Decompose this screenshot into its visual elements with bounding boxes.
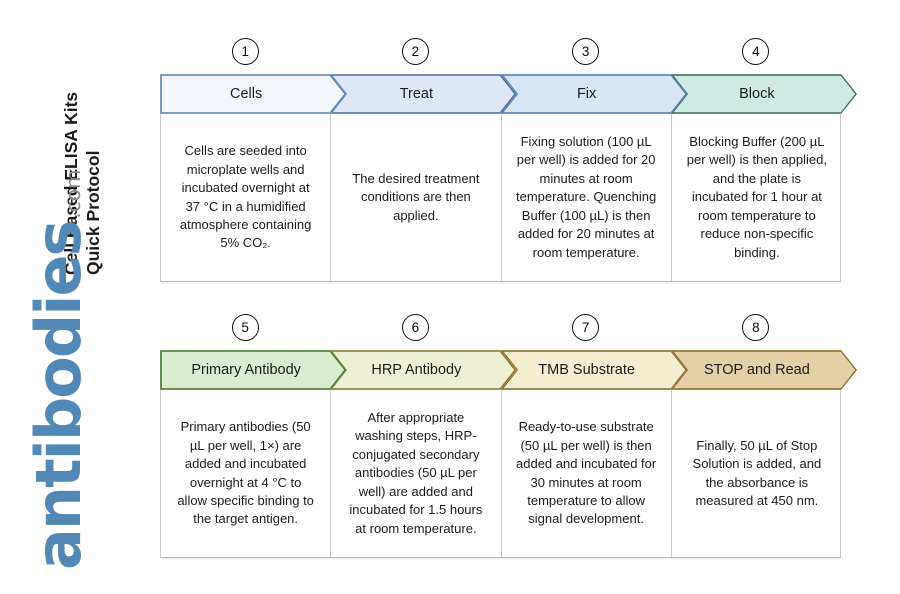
- step-number-badge-3: 3: [572, 38, 600, 65]
- step-chevron-6[interactable]: HRP Antibody: [330, 350, 517, 390]
- step-description-cell-7: Ready-to-use substrate (50 µL per well) …: [502, 390, 672, 557]
- step-description-text-8: Finally, 50 µL of Stop Solution is added…: [692, 437, 822, 508]
- chevron-outline: [670, 74, 857, 114]
- step-chevron-5[interactable]: Primary Antibody: [160, 350, 347, 390]
- step-chevron-2[interactable]: Treat: [330, 74, 517, 114]
- step-label-5[interactable]: Primary Antibody: [191, 362, 301, 378]
- step-description-cell-3: Fixing solution (100 µL per well) is add…: [502, 114, 672, 281]
- step-description-text-3: Fixing solution (100 µL per well) is add…: [516, 133, 657, 260]
- description-panel-1: Cells are seeded into microplate wells a…: [160, 114, 842, 284]
- step-description-cell-1: Cells are seeded into microplate wells a…: [161, 114, 332, 281]
- antibodies-logo: antibodies .com: [22, 169, 118, 570]
- step-number-text: 1: [241, 44, 249, 59]
- step-description-text-7: Ready-to-use substrate (50 µL per well) …: [516, 419, 657, 527]
- chevron-outline: [160, 74, 347, 114]
- step-description-text-4: Blocking Buffer (200 µL per well) is the…: [686, 133, 827, 260]
- step-chevron-7[interactable]: TMB Substrate: [500, 350, 687, 390]
- step-description-text-5: Primary antibodies (50 µL per well, 1×) …: [177, 419, 314, 527]
- step-description-text-1: Cells are seeded into microplate wells a…: [179, 143, 312, 251]
- step-number-text: 5: [241, 320, 249, 335]
- step-label-1[interactable]: Cells: [230, 86, 263, 102]
- step-label-4[interactable]: Block: [739, 86, 775, 102]
- step-label-7[interactable]: TMB Substrate: [538, 362, 635, 378]
- step-number-badge-1: 1: [231, 38, 259, 65]
- step-description-text-6: After appropriate washing steps, HRP-con…: [349, 409, 483, 536]
- logo-wordmark: antibodies: [22, 221, 95, 570]
- step-label-8[interactable]: STOP and Read: [703, 362, 810, 378]
- step-number-badge-6: 6: [401, 314, 429, 341]
- step-description-cell-5: Primary antibodies (50 µL per well, 1×) …: [161, 390, 332, 557]
- step-chevron-1[interactable]: Cells: [160, 74, 347, 114]
- step-description-cell-4: Blocking Buffer (200 µL per well) is the…: [672, 114, 842, 281]
- step-number-text: 6: [411, 320, 420, 335]
- step-description-text-2: The desired treatment conditions are the…: [352, 170, 480, 223]
- step-number-badge-4: 4: [742, 38, 770, 65]
- protocol-row-1: 1 2 3 4 Cells Treat Fix Block Cells are seeded…: [160, 38, 857, 284]
- step-description-cell-6: After appropriate washing steps, HRP-con…: [331, 390, 502, 557]
- step-label-6[interactable]: HRP Antibody: [371, 362, 462, 378]
- logo-domain-suffix: .com: [61, 169, 85, 219]
- step-chevron-4[interactable]: Block: [670, 74, 857, 114]
- chevron-outline: [330, 350, 517, 390]
- step-label-3[interactable]: Fix: [576, 86, 597, 102]
- description-panel-2: Primary antibodies (50 µL per well, 1×) …: [160, 390, 842, 560]
- step-number-strip-2: 5 6 7 8: [160, 314, 841, 350]
- step-label-2[interactable]: Treat: [399, 86, 434, 102]
- step-number-badge-2: 2: [401, 38, 429, 65]
- step-number-text: 7: [581, 320, 590, 335]
- step-chevron-8[interactable]: STOP and Read: [670, 350, 857, 390]
- step-number-text: 2: [411, 44, 420, 59]
- step-number-text: 4: [752, 44, 760, 59]
- step-number-badge-5: 5: [231, 314, 259, 341]
- step-description-cell-8: Finally, 50 µL of Stop Solution is added…: [672, 390, 842, 557]
- step-number-text: 8: [752, 320, 760, 335]
- step-chevron-3[interactable]: Fix: [500, 74, 687, 114]
- step-description-cell-2: The desired treatment conditions are the…: [331, 114, 502, 281]
- step-number-strip-1: 1 2 3 4: [160, 38, 841, 74]
- protocol-row-2: 5 6 7 8 Primary Antibody HRP Antibody TMB Sub…: [160, 314, 857, 560]
- step-number-text: 3: [581, 44, 590, 59]
- chevron-strip-2: Primary Antibody HRP Antibody TMB Substrat…: [160, 350, 857, 390]
- chevron-outline: [670, 350, 857, 390]
- chevron-outline: [330, 74, 517, 114]
- chevron-strip-1: Cells Treat Fix Block: [160, 74, 857, 114]
- chevron-outline: [500, 350, 687, 390]
- chevron-outline: [160, 350, 347, 390]
- chevron-outline: [500, 74, 687, 114]
- step-number-badge-7: 7: [572, 314, 600, 341]
- step-number-badge-8: 8: [742, 314, 770, 341]
